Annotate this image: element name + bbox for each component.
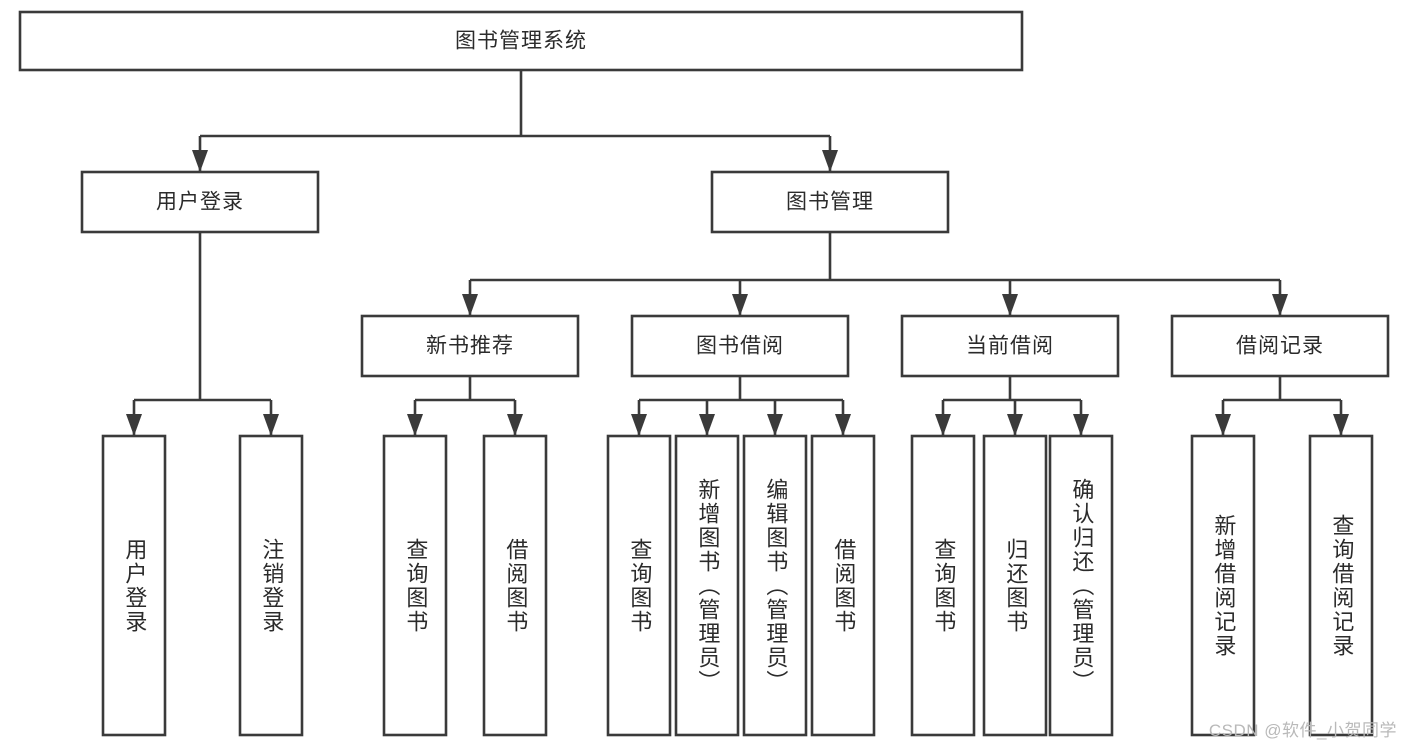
arrowhead: [407, 414, 423, 436]
node-box-book-manage[interactable]: [710, 170, 950, 234]
node-label-current-borrow: 当前借阅: [966, 335, 1054, 358]
node-box-leaf-add-borrow-record[interactable]: [1190, 434, 1256, 737]
node-box-leaf-add-book-admin[interactable]: [674, 434, 740, 737]
node-label-root: 图书管理系统: [455, 30, 587, 53]
arrowhead: [1333, 414, 1349, 436]
arrowhead: [767, 414, 783, 436]
node-label-user-login: 用户登录: [156, 191, 244, 214]
node-box-leaf-edit-book-admin[interactable]: [742, 434, 808, 737]
arrowhead: [1002, 294, 1018, 316]
arrowhead: [1215, 414, 1231, 436]
box-layer: [18, 10, 1390, 737]
node-box-leaf-user-login[interactable]: [101, 434, 167, 737]
arrowhead: [835, 414, 851, 436]
node-box-leaf-query-book-recommend[interactable]: [382, 434, 448, 737]
node-box-borrow-record[interactable]: [1170, 314, 1390, 378]
arrowhead: [1272, 294, 1288, 316]
node-box-leaf-borrow-book[interactable]: [810, 434, 876, 737]
arrowhead: [263, 414, 279, 436]
arrowhead: [462, 294, 478, 316]
node-box-user-login[interactable]: [80, 170, 320, 234]
arrowhead: [1007, 414, 1023, 436]
arrowhead: [126, 414, 142, 436]
node-box-root[interactable]: [18, 10, 1024, 72]
arrowhead: [822, 150, 838, 172]
arrowhead: [699, 414, 715, 436]
node-box-leaf-return-book[interactable]: [982, 434, 1048, 737]
watermark: CSDN @软件_小贺同学: [1208, 721, 1397, 740]
node-label-new-book-recommend: 新书推荐: [426, 335, 514, 358]
node-box-leaf-borrow-book-recommend[interactable]: [482, 434, 548, 737]
arrowhead: [507, 414, 523, 436]
node-box-leaf-logout[interactable]: [238, 434, 304, 737]
node-label-borrow-record: 借阅记录: [1236, 335, 1324, 358]
arrowhead: [631, 414, 647, 436]
node-box-current-borrow[interactable]: [900, 314, 1120, 378]
node-box-book-borrow[interactable]: [630, 314, 850, 378]
arrowhead: [732, 294, 748, 316]
node-box-leaf-confirm-return-admin[interactable]: [1048, 434, 1114, 737]
node-box-new-book-recommend[interactable]: [360, 314, 580, 378]
node-box-leaf-query-borrow-record[interactable]: [1308, 434, 1374, 737]
node-box-leaf-query-book-borrow[interactable]: [606, 434, 672, 737]
node-label-book-manage: 图书管理: [786, 191, 874, 214]
connector-layer: [126, 70, 1349, 436]
arrowhead: [192, 150, 208, 172]
node-box-leaf-query-book-current[interactable]: [910, 434, 976, 737]
arrowhead: [935, 414, 951, 436]
node-label-book-borrow: 图书借阅: [696, 335, 784, 358]
arrowhead: [1073, 414, 1089, 436]
